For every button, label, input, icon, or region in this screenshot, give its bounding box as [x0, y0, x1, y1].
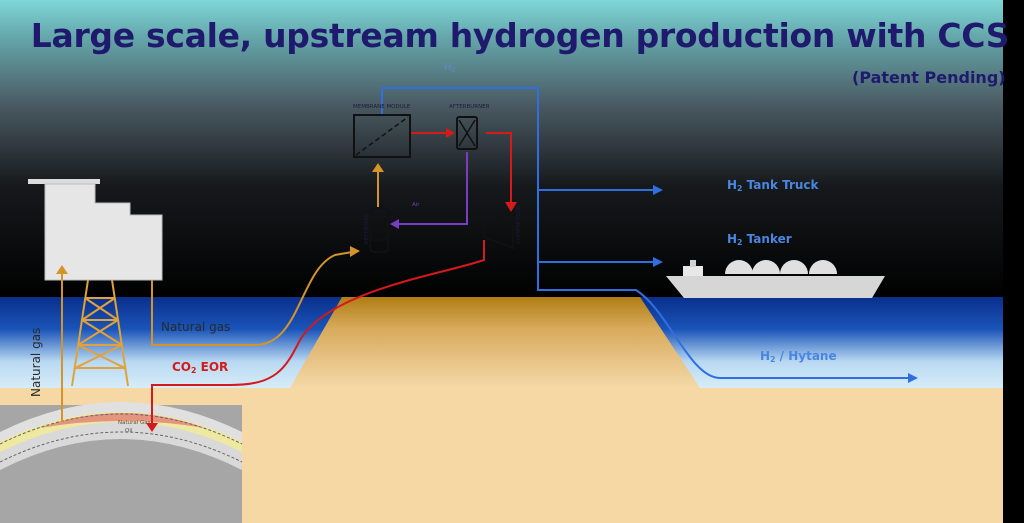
- air-label: Air: [412, 202, 420, 208]
- natural-gas-flow-label: Natural gas: [161, 320, 231, 334]
- h2-flow: [381, 87, 910, 379]
- platform-icon: [28, 179, 163, 387]
- co2-eor-label: CO2 EOR: [172, 360, 229, 375]
- compressor-icon: [483, 210, 514, 250]
- air-flow: [397, 152, 468, 225]
- page-title: Large scale, upstream hydrogen productio…: [30, 16, 1010, 55]
- ship-icon: [666, 260, 885, 298]
- membrane-module-icon: [353, 114, 411, 158]
- h2-hytane-label: H2 / Hytane: [760, 349, 837, 364]
- reservoir-gas-label: Natural Gas: [118, 420, 151, 426]
- reservoir-icon: [0, 402, 243, 523]
- reformer-icon: [369, 207, 389, 253]
- natural-gas-flow: [151, 251, 353, 346]
- co2-flow: [151, 240, 485, 425]
- patent-note: (Patent Pending): [852, 68, 1006, 87]
- afterburner-label: AFTERBURNER: [449, 104, 490, 110]
- h2-tank-truck-label: H2 Tank Truck: [727, 178, 819, 193]
- h2-top-label: H2: [444, 62, 455, 74]
- membrane-module-label: MEMBRANE MODULE: [353, 104, 411, 110]
- reformer-label: REFORMER: [364, 213, 370, 244]
- land-mound: [290, 297, 700, 388]
- h2-tanker-label: H2 Tanker: [727, 232, 792, 247]
- reservoir-oil-label: Oil: [125, 428, 133, 434]
- natural-gas-well-label: Natural gas: [29, 327, 43, 397]
- sky-background: [0, 0, 1003, 300]
- right-border: [1003, 0, 1024, 523]
- compressor-label: COMPRESSOR: [516, 205, 522, 244]
- afterburner-icon: [456, 116, 478, 150]
